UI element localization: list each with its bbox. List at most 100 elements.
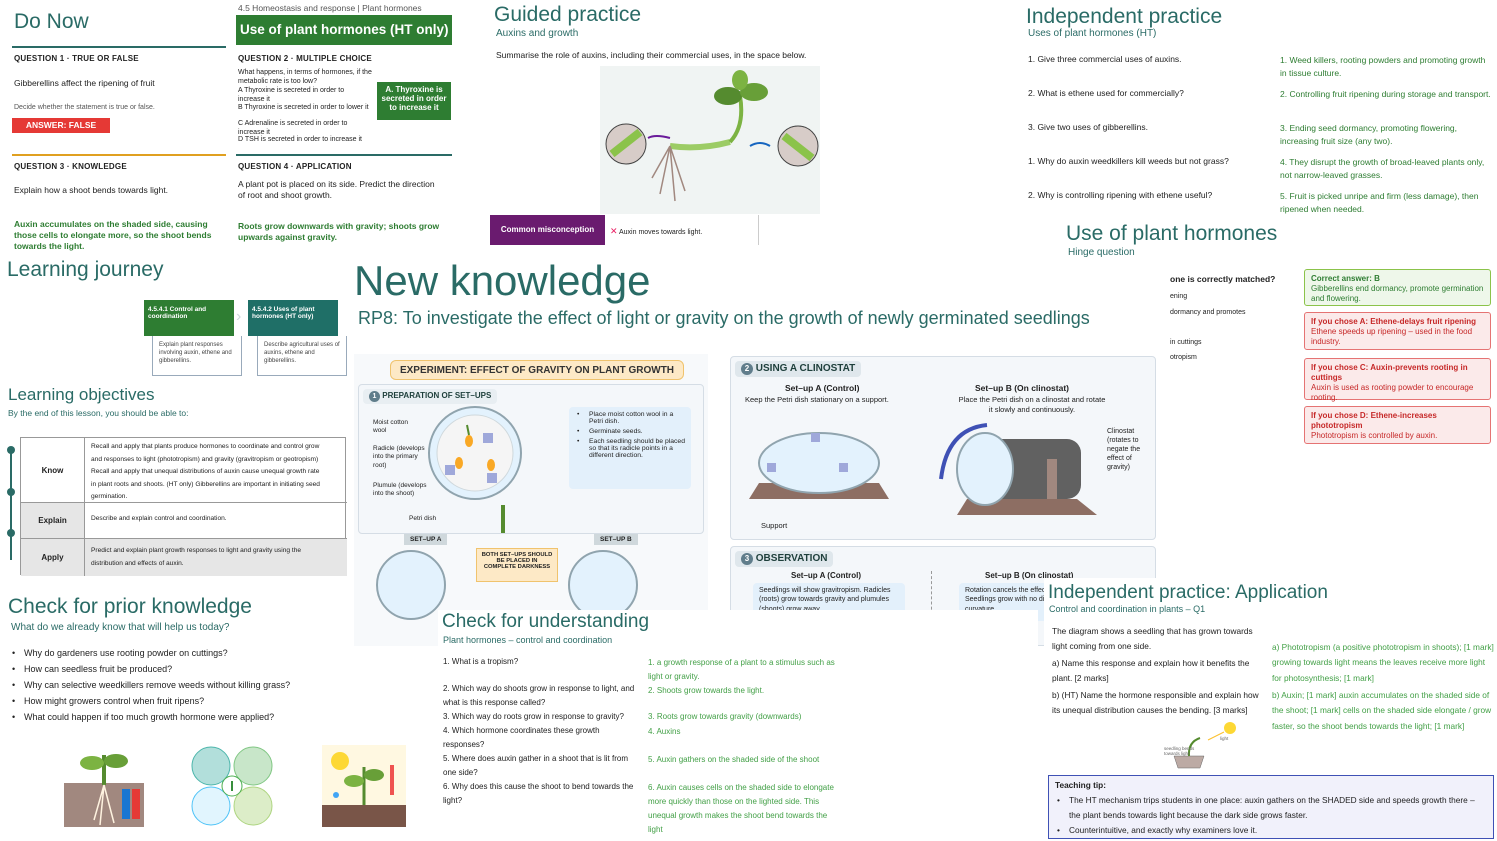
obs-b-title: Set–up B (On clinostat) [985,571,1074,580]
tip-list: The HT mechanism trips students in one p… [1055,793,1487,837]
hinge-option[interactable]: ening [1170,293,1188,300]
cfu-answer: 3. Roots grow towards gravity (downwards… [648,712,802,721]
misconception-label: Common misconception [490,215,605,245]
prep-step: Place moist cotton wool in a Petri dish. [575,411,685,425]
cfu-question: 4. Which hormone coordinates these growt… [443,726,600,750]
indep-answer: 2. Controlling fruit ripening during sto… [1280,89,1491,99]
guided-prompt: Summarise the role of auxins, including … [496,50,807,60]
stationary-dish-drawing [749,413,889,509]
cfu-answer: 2. Shoots grow towards the light. [648,686,765,695]
cfu-title: Check for understanding [442,611,650,632]
setup-b-dish [568,550,638,620]
cfu-answer: 5. Auxin gathers on the shaded side of t… [648,755,820,764]
app-answer-b: b) Auxin; [1 mark] auxin accumulates on … [1272,690,1492,731]
seedling-diagram-label: seedling bends towards light [1164,746,1195,757]
prior-item: How can seedless fruit be produced? [10,664,430,674]
cfu-question: 2. Which way do shoots grow in response … [443,684,635,708]
light-label: light [1220,736,1229,741]
cfu-answers: 1. a growth response of a plant to a sti… [648,656,844,837]
prep-step: Each seedling should be placed so that i… [575,438,685,459]
indep-question: 2. What is ethene used for commercially? [1028,88,1184,98]
objective-label: Explain [21,503,85,539]
do-now-title: Do Now [14,10,89,33]
journey-step-1[interactable]: 4.5.4.1 Control and coordination [144,300,234,336]
journey-step-2[interactable]: 4.5.4.2 Uses of plant hormones (HT only) [248,300,338,336]
hinge-correct-box: Correct answer: B Gibberellins end dorma… [1304,269,1491,306]
objective-line: Predict and explain plant growth respons… [91,547,302,554]
feedback-text: Phototropism is controlled by auxin. [1311,431,1438,440]
q3-text: Explain how a shoot bends towards light. [14,185,169,195]
hinge-question-panel: Use of plant hormones Hinge question one… [1060,222,1497,452]
prep-panel: 1 PREPARATION OF SET–UPS Moist cotton wo… [358,384,704,534]
auxin-plant-illustration [600,66,820,214]
objective-text: Recall and apply that plants produce hor… [85,438,347,503]
check-understanding-panel: Check for understanding Plant hormones –… [438,610,1038,841]
q3-answer: Auxin accumulates on the shaded side, ca… [14,219,212,252]
cfu-question: 5. Where does auxin gather in a shoot th… [443,754,628,778]
divider [236,154,452,156]
guided-subtitle: Auxins and growth [496,28,579,39]
hinge-option[interactable]: otropism [1170,354,1197,361]
cfu-answer: 4. Auxins [648,727,681,736]
plant-hormones-panel: 4.5 Homeostasis and response | Plant hor… [234,0,454,258]
q1-hint: Decide whether the statement is true or … [14,104,155,111]
prep-step: Germinate seeds. [575,428,685,435]
objective-line: and responses to light (phototropism) an… [91,455,319,463]
hinge-feedback-a: If you chose A: Ethene-delays fruit ripe… [1304,312,1491,350]
hinge-option[interactable]: in cuttings [1170,339,1202,346]
q2-option-a[interactable]: A Thyroxine is secreted in order to incr… [238,87,345,104]
hinge-option[interactable]: dormancy and promotes [1170,309,1246,316]
prep-steps: Place moist cotton wool in a Petri dish.… [575,411,685,459]
hinge-correct-heading: Correct answer: B [1311,274,1380,283]
learning-objectives-panel: Learning objectives By the end of this l… [0,384,352,580]
cfu-answer: 1. a growth response of a plant to a sti… [648,658,835,681]
clinostat-label: USING A CLINOSTAT [755,363,856,374]
journey-step-1-desc: Explain plant responses involving auxin,… [152,336,242,376]
darkness-note: BOTH SET–UPS SHOULD BE PLACED IN COMPLET… [476,548,558,582]
timeline-dot [7,529,15,537]
tip-item: Counterintuitive, and exactly why examin… [1055,824,1487,838]
q2-answer-badge: A. Thyroxine is secreted in order to inc… [377,82,451,120]
arrow-down-icon [501,505,505,533]
prior-title: Check for prior knowledge [8,595,252,618]
plant-growth-conditions-image [322,745,406,827]
feedback-heading: If you chose C: Auxin-prevents rooting i… [1311,363,1468,382]
control-text: Keep the Petri dish stationary on a supp… [745,395,889,404]
timeline-dot [7,488,15,496]
objective-line: Recall and apply that unequal distributi… [91,468,320,476]
hinge-feedback-d: If you chose D: Ethene-increases phototr… [1304,406,1491,444]
divider [12,46,226,48]
guided-title: Guided practice [494,3,642,26]
feedback-text: Ethene speeds up ripening – used in the … [1311,327,1473,346]
cfu-question: 3. Which way do roots grow in response t… [443,712,624,721]
petri-dish-drawing [425,403,525,503]
indep-title: Independent practice [1026,5,1223,28]
q4-heading: QUESTION 4 · APPLICATION [238,162,352,171]
q2-option-b[interactable]: B Thyroxine is secreted in order to lowe… [238,104,369,111]
close-icon: ✕ [610,226,618,236]
objectives-table: Know Recall and apply that plants produc… [20,437,347,576]
q2-option-d[interactable]: D TSH is secreted in order to increase i… [238,136,362,143]
q2-text: What happens, in terms of hormones, if t… [238,69,372,86]
card-title: Use of plant hormones (HT only) [236,15,452,45]
hinge-feedback-c: If you chose C: Auxin-prevents rooting i… [1304,358,1491,402]
indep-answers: 1. Weed killers, rooting powders and pro… [1280,54,1492,224]
cfu-questions: 1. What is a tropism? 2. Which way do sh… [443,655,641,808]
q1-heading: QUESTION 1 · TRUE OR FALSE [14,54,139,63]
prior-item: How might growers control when fruit rip… [10,696,430,706]
new-knowledge-title: New knowledge [354,257,651,304]
agriculture-collage-image [190,745,274,827]
setup-a-dish [376,550,446,620]
setup-a-label: SET–UP A [404,534,448,545]
experiment-panel: EXPERIMENT: EFFECT OF GRAVITY ON PLANT G… [354,354,708,646]
step-number-icon: 2 [741,363,753,375]
q2-option-c[interactable]: C Adrenaline is secreted in order to inc… [238,120,348,137]
indep-question: 1. Give three commercial uses of auxins. [1028,54,1182,64]
indep-subtitle: Uses of plant hormones (HT) [1028,28,1157,39]
clinostat-panel: 2 USING A CLINOSTAT Set–up A (Control) K… [730,356,1156,540]
step-number-icon: 3 [741,553,753,565]
control-title: Set–up A (Control) [785,383,860,393]
timeline-line [10,450,12,560]
misconception-text: Auxin moves towards light. [619,229,703,236]
q2-heading: QUESTION 2 · MULTIPLE CHOICE [238,54,372,63]
